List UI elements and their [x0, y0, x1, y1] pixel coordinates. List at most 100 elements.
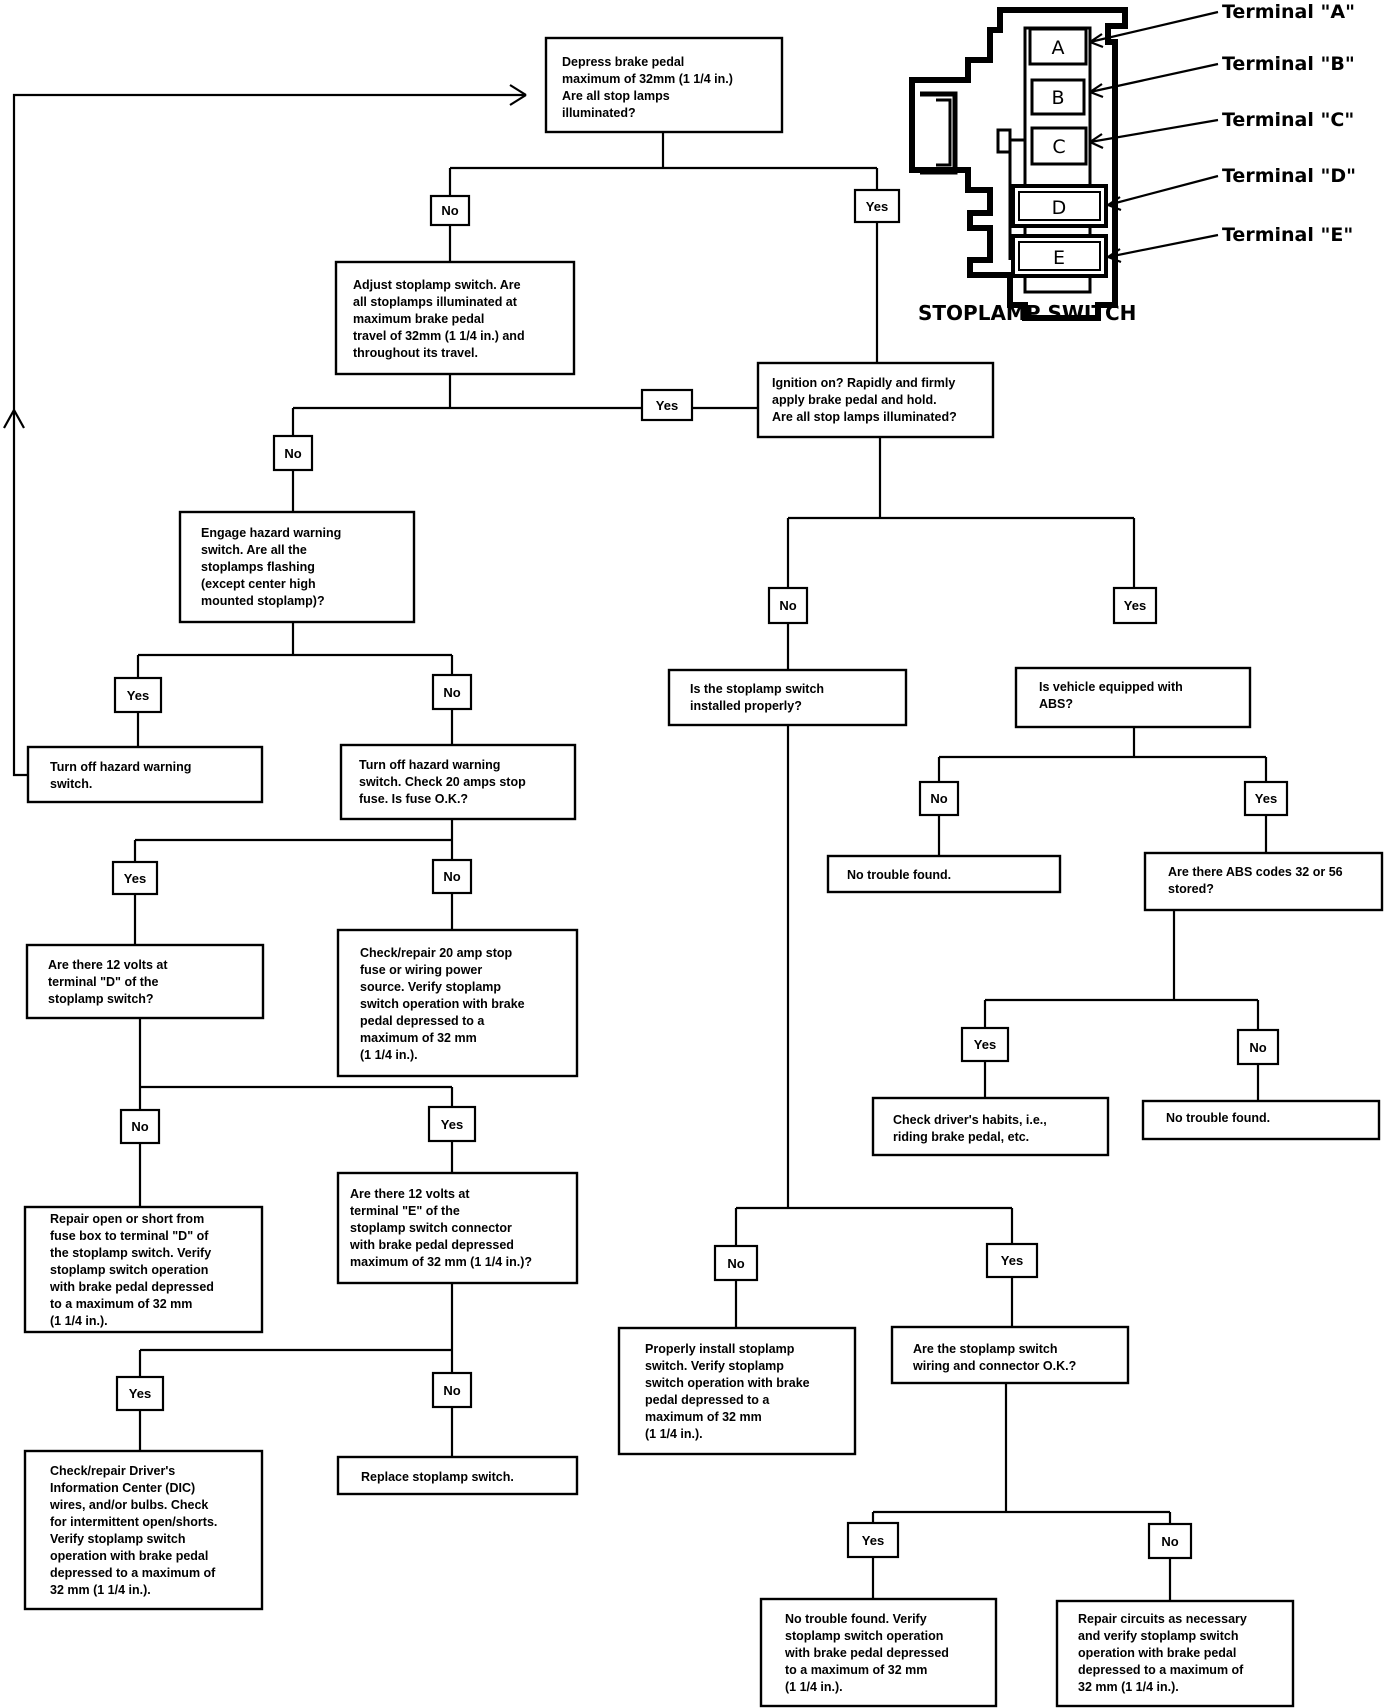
- box-text-line: stored?: [1168, 882, 1214, 896]
- box-text-line: fuse. Is fuse O.K.?: [359, 792, 468, 806]
- box-text-line: Properly install stoplamp: [645, 1342, 795, 1356]
- box-text-line: Replace stoplamp switch.: [361, 1470, 514, 1484]
- box-text-line: fuse or wiring power: [360, 963, 482, 977]
- svg-text:C: C: [1052, 136, 1065, 158]
- terminal-c-label: Terminal "C": [1222, 109, 1354, 131]
- box-text-line: Are there 12 volts at: [48, 958, 168, 972]
- no-label-box: [272, 434, 314, 472]
- yes-label-box: [115, 1375, 165, 1412]
- svg-text:D: D: [1052, 197, 1067, 219]
- yes-label: Yes: [127, 688, 149, 703]
- no-label-box: [119, 1108, 161, 1145]
- yes-label: Yes: [1255, 791, 1277, 806]
- box-text-line: Are all stop lamps: [562, 89, 670, 103]
- box-text-line: maximum of 32 mm (1 1/4 in.)?: [350, 1255, 532, 1269]
- box-text-line: (1 1/4 in.).: [645, 1427, 703, 1441]
- box-text-line: Repair open or short from: [50, 1212, 204, 1226]
- box-text-line: fuse box to terminal "D" of: [50, 1229, 209, 1243]
- box-text-line: Repair circuits as necessary: [1078, 1612, 1247, 1626]
- yes-label: Yes: [441, 1117, 463, 1132]
- box-text-line: stoplamps flashing: [201, 560, 315, 574]
- box-text: Replace stoplamp switch.: [361, 1470, 514, 1484]
- yes-label-box: [1243, 780, 1289, 817]
- box-text-line: travel of 32mm (1 1/4 in.) and: [353, 329, 525, 343]
- box-text-line: switch. Check 20 amps stop: [359, 775, 526, 789]
- no-label-box: [431, 1371, 473, 1409]
- box-text-line: wires, and/or bulbs. Check: [49, 1498, 208, 1512]
- terminal-slot-c: C: [1030, 126, 1088, 166]
- stoplamp-switch-caption: STOPLAMP SWITCH: [918, 301, 1136, 325]
- box-text-line: Check driver's habits, i.e.,: [893, 1113, 1047, 1127]
- terminal-slot-a: A: [1028, 27, 1088, 66]
- yes-label: Yes: [1124, 598, 1146, 613]
- no-label: No: [441, 203, 458, 218]
- box-text-line: maximum brake pedal: [353, 312, 484, 326]
- box-text-line: with brake pedal depressed: [49, 1280, 214, 1294]
- terminal-e-label: Terminal "E": [1222, 224, 1353, 246]
- svg-text:E: E: [1053, 247, 1065, 269]
- box-text-line: apply brake pedal and hold.: [772, 393, 937, 407]
- box-text-line: stoplamp switch?: [48, 992, 154, 1006]
- yes-label-box: [1112, 586, 1158, 625]
- svg-text:B: B: [1051, 87, 1064, 109]
- yes-label-box: [113, 676, 163, 714]
- terminal-slot-b: B: [1030, 78, 1086, 116]
- yes-label: Yes: [129, 1386, 151, 1401]
- no-label-box: [713, 1244, 759, 1282]
- box-text-line: all stoplamps illuminated at: [353, 295, 518, 309]
- yes-label-box: [846, 1521, 900, 1559]
- box-text-line: Check/repair Driver's: [50, 1464, 175, 1478]
- box-text-line: switch. Are all the: [201, 543, 307, 557]
- yes-label-box: [111, 860, 159, 896]
- box-text-line: ABS?: [1039, 697, 1073, 711]
- box-text-line: No trouble found.: [847, 868, 951, 882]
- box-text-line: Are there ABS codes 32 or 56: [1168, 865, 1343, 879]
- no-label: No: [727, 1256, 744, 1271]
- box-text-line: Are all stop lamps illuminated?: [772, 410, 957, 424]
- box-text: Repair open or short from fuse box to ter…: [49, 1212, 214, 1328]
- box-text-line: to a maximum of 32 mm: [785, 1663, 927, 1677]
- box-text-line: and verify stoplamp switch: [1078, 1629, 1238, 1643]
- yes-label-box: [640, 388, 694, 422]
- no-label: No: [1161, 1534, 1178, 1549]
- box-text-line: operation with brake pedal: [50, 1549, 208, 1563]
- yes-label: Yes: [974, 1037, 996, 1052]
- yes-label: Yes: [1001, 1253, 1023, 1268]
- box-text-line: depressed to a maximum of: [50, 1566, 216, 1580]
- box-text-line: Is vehicle equipped with: [1039, 680, 1183, 694]
- box-text-line: stoplamp switch operation: [50, 1263, 208, 1277]
- box-text-line: for intermittent open/shorts.: [50, 1515, 217, 1529]
- box-text-line: (except center high: [201, 577, 316, 591]
- box-text-line: to a maximum of 32 mm: [50, 1297, 192, 1311]
- box-text-line: No trouble found.: [1166, 1111, 1270, 1125]
- box-text-line: Are the stoplamp switch: [913, 1342, 1057, 1356]
- box-text-line: switch operation with brake: [360, 997, 525, 1011]
- no-label-box: [918, 780, 960, 817]
- no-label: No: [1249, 1040, 1266, 1055]
- box-text-line: Turn off hazard warning: [50, 760, 191, 774]
- box-text-line: with brake pedal depressed: [349, 1238, 514, 1252]
- yes-label-box: [960, 1026, 1010, 1063]
- box-text-line: stoplamp switch operation: [785, 1629, 943, 1643]
- box-text: Are there ABS codes 32 or 56 stored?: [1168, 865, 1343, 896]
- yes-label-box: [853, 188, 901, 224]
- no-label-box: [429, 194, 471, 227]
